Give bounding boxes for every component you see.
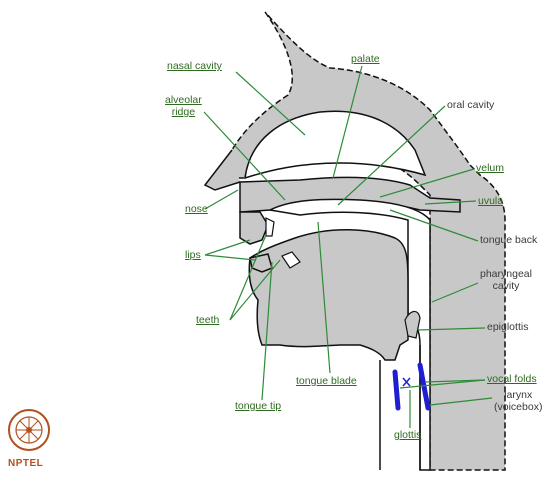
label-teeth: teeth [196,314,219,326]
label-epiglottis: epiglottis [487,321,528,333]
label-uvula: uvula [478,195,503,207]
tongue-jaw [249,230,408,360]
label-tongue-back: tongue back [480,234,537,246]
label-nose: nose [185,203,208,215]
label-pharyngeal-line2: cavity [480,280,532,292]
leader-nose [205,190,238,209]
vocal-fold-left [395,372,398,408]
label-pharyngeal-cavity: pharyngeal cavity [480,268,532,292]
label-palate: palate [351,53,380,65]
epiglottis-shape [405,311,420,338]
label-alveolar-line2: ridge [165,106,202,118]
upper-teeth [266,218,274,236]
vocal-fold-mark [403,378,410,386]
label-glottis: glottis [394,429,421,441]
lower-lip [250,254,272,272]
label-alveolar-line1: alveolar [165,94,202,106]
label-tongue-tip: tongue tip [235,400,281,412]
label-larynx: larynx (voicebox) [494,389,542,413]
label-pharyngeal-line1: pharyngeal [480,268,532,280]
label-oral-cavity: oral cavity [447,99,494,111]
leader-lips-1 [205,240,250,255]
label-larynx-line1: larynx [494,389,542,401]
label-vocal-folds: vocal folds [487,373,537,385]
label-larynx-line2: (voicebox) [494,401,542,413]
label-tongue-blade: tongue blade [296,375,357,387]
label-alveolar-ridge: alveolar ridge [165,94,202,118]
leader-lips-2 [205,255,255,260]
label-nasal-cavity: nasal cavity [167,60,222,72]
label-lips: lips [185,249,201,261]
label-velum: velum [476,162,504,174]
nptel-logo-text: NPTEL [8,458,43,469]
